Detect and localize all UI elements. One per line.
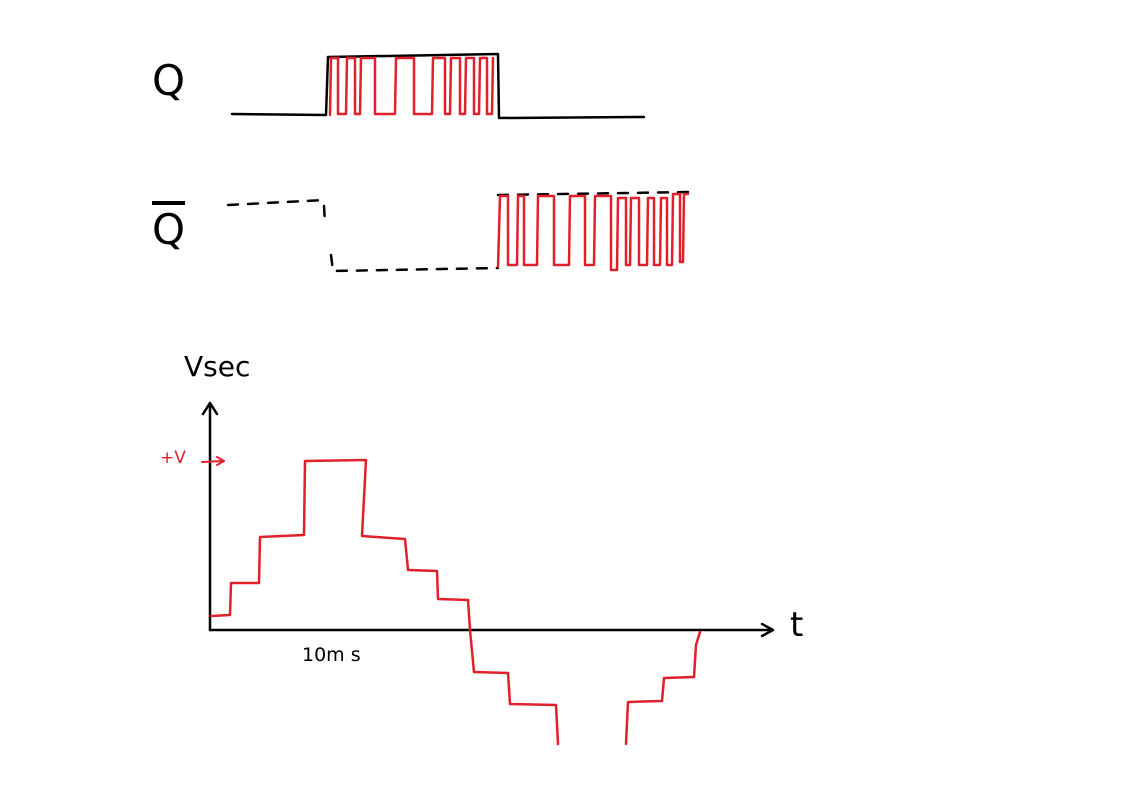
time-scale-label: 10m s bbox=[302, 644, 361, 666]
t-axis-label: t bbox=[790, 605, 804, 645]
q-bar-pwm-pulses bbox=[496, 192, 690, 272]
x-axis-arrow-icon bbox=[760, 622, 775, 638]
vsec-staircase bbox=[209, 458, 702, 746]
q-bar-label: Q bbox=[152, 205, 186, 254]
y-axis-arrow-icon bbox=[201, 401, 219, 416]
q-bar-waveform bbox=[226, 190, 692, 273]
q-waveform bbox=[230, 52, 646, 120]
axes bbox=[201, 401, 775, 638]
q-pwm-pulses bbox=[328, 56, 495, 117]
voltage-arrow-icon bbox=[201, 456, 225, 466]
vsec-axis-label: Vsec bbox=[184, 350, 251, 383]
voltage-label: +V bbox=[160, 448, 186, 468]
q-label: Q bbox=[152, 56, 186, 105]
